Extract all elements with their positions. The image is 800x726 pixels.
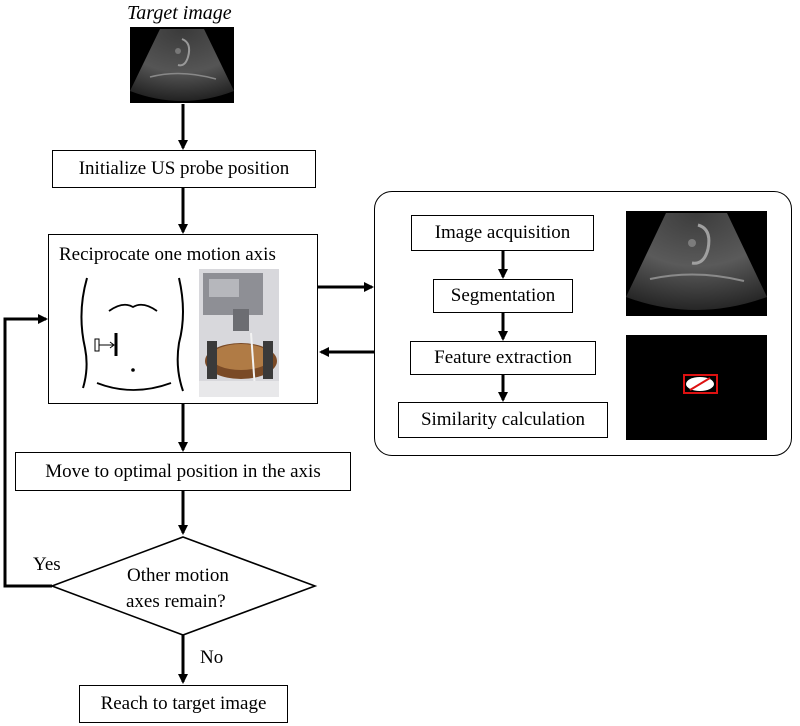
acquired-ultrasound-image xyxy=(626,211,767,316)
decision-diamond xyxy=(49,536,318,636)
step-feature-extraction-label: Feature extraction xyxy=(434,347,572,368)
arrow-yes-loop xyxy=(3,314,52,588)
step-segmentation-label: Segmentation xyxy=(450,285,556,306)
step-segmentation: Segmentation xyxy=(433,279,573,313)
move-optimal-box: Move to optimal position in the axis xyxy=(15,452,351,491)
torso-sketch xyxy=(80,277,184,392)
decision-text-line2: axes remain? xyxy=(126,591,226,612)
init-probe-box: Initialize US probe position xyxy=(52,150,316,188)
step-similarity-calculation-label: Similarity calculation xyxy=(420,409,586,430)
reciprocate-label: Reciprocate one motion axis xyxy=(59,244,276,265)
image-processing-panel xyxy=(374,191,792,456)
move-optimal-label: Move to optimal position in the axis xyxy=(45,460,321,482)
no-label: No xyxy=(200,647,224,668)
segmentation-mask-image xyxy=(626,335,767,440)
step-feature-extraction: Feature extraction xyxy=(410,341,596,375)
reach-target-box: Reach to target image xyxy=(79,685,288,723)
step-image-acquisition: Image acquisition xyxy=(411,215,594,251)
yes-label: Yes xyxy=(33,554,61,575)
target-image-label: Target image xyxy=(127,2,232,24)
target-ultrasound-image xyxy=(130,27,234,103)
step-similarity-calculation: Similarity calculation xyxy=(398,402,608,438)
reach-target-label: Reach to target image xyxy=(100,693,267,714)
init-probe-label: Initialize US probe position xyxy=(78,158,290,179)
step-image-acquisition-label: Image acquisition xyxy=(434,222,571,243)
decision-text-line1: Other motion xyxy=(127,565,229,586)
robot-phantom-photo xyxy=(199,269,279,397)
reciprocate-box: Reciprocate one motion axis xyxy=(48,234,318,404)
